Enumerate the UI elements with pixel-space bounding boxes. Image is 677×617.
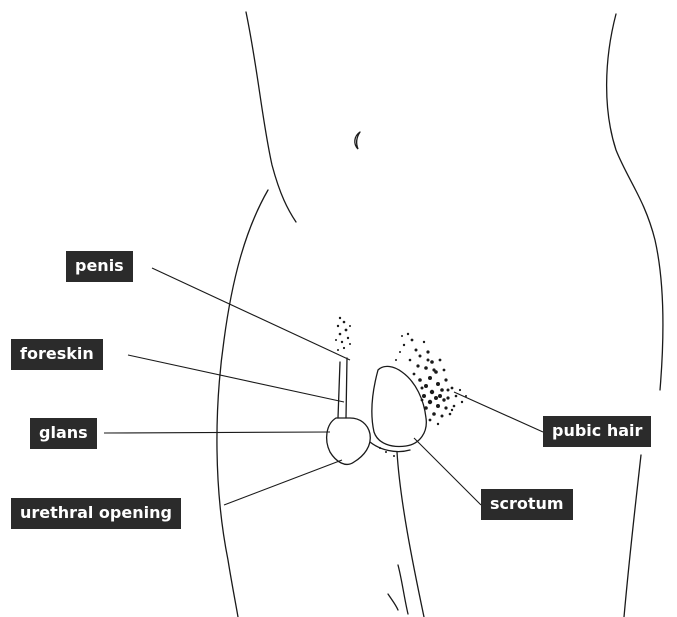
- label-penis: penis: [66, 251, 133, 282]
- crotch-mark: [388, 594, 398, 610]
- leader-glans: [104, 432, 330, 433]
- glans-outline: [327, 418, 371, 464]
- leader-foreskin: [128, 355, 344, 402]
- label-pubic-hair: pubic hair: [543, 416, 651, 447]
- left-hip-outline: [217, 190, 268, 617]
- label-foreskin: foreskin: [11, 339, 103, 370]
- penis-shaft-left: [338, 362, 340, 418]
- right-inner-thigh: [397, 452, 424, 617]
- scrotum-outline: [372, 366, 426, 446]
- leader-scrotum: [414, 438, 481, 505]
- label-scrotum: scrotum: [481, 489, 573, 520]
- leader-urethral-opening: [224, 460, 342, 505]
- label-urethral-opening: urethral opening: [11, 498, 181, 529]
- left-waist-outline: [246, 12, 296, 222]
- pubic-hair-stipple: [335, 317, 467, 457]
- penis-shaft-right: [346, 358, 347, 418]
- label-glans: glans: [30, 418, 97, 449]
- leader-pubic-hair: [454, 392, 543, 432]
- left-inner-thigh: [398, 565, 408, 614]
- right-hip-outline: [624, 455, 641, 617]
- right-waist-outline: [607, 14, 663, 390]
- leader-penis: [152, 268, 350, 360]
- navel: [355, 132, 360, 149]
